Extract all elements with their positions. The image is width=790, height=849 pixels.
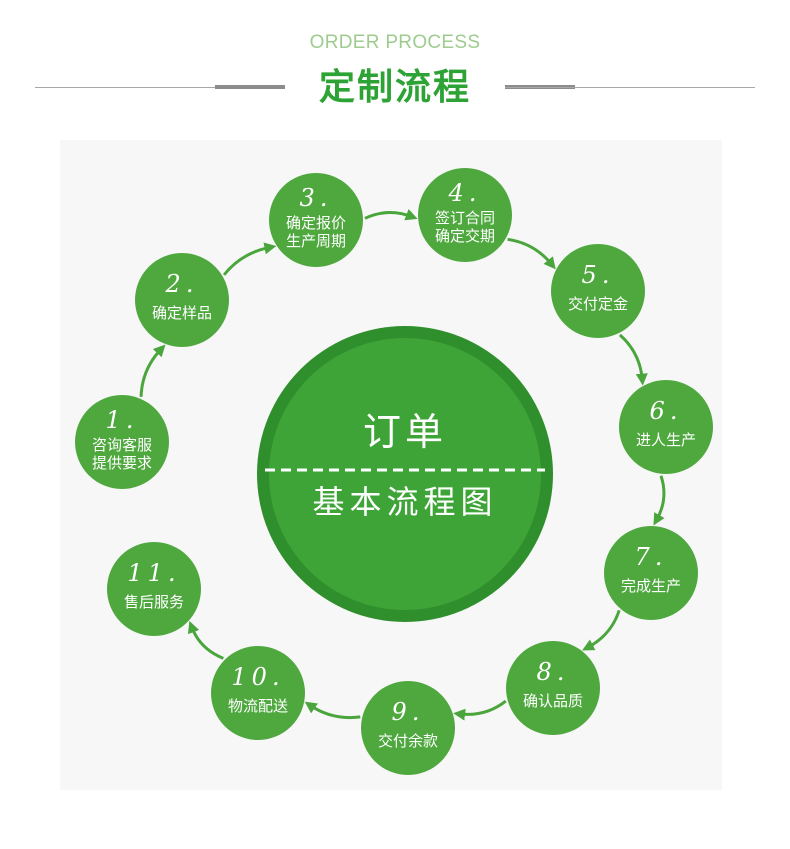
step-node-7: 7. 完成生产: [604, 526, 698, 620]
center-inner-disc: [269, 338, 541, 610]
header: ORDER PROCESS 定制流程: [0, 0, 790, 130]
step-circle: [269, 173, 363, 267]
step-label: 签订合同: [435, 209, 495, 227]
step-circle: [551, 244, 645, 338]
step-circle: [135, 253, 229, 347]
step-circle: [619, 380, 713, 474]
step-circle: [418, 168, 512, 262]
step-label: 确定交期: [435, 227, 495, 245]
flow-arrow-7-8: [582, 609, 621, 651]
step-number: 10.: [231, 663, 284, 691]
step-node-11: 11. 售后服务: [107, 542, 201, 636]
step-circle: [107, 542, 201, 636]
step-circle: [75, 395, 169, 489]
step-number: 11.: [127, 559, 180, 587]
step-number: 2.: [165, 270, 199, 298]
center-bottom-text: 基本流程图: [312, 483, 497, 521]
step-label: 完成生产: [621, 577, 681, 595]
step-circle: [506, 641, 600, 735]
step-number: 6.: [650, 397, 683, 425]
step-label: 确定报价: [286, 214, 346, 232]
step-node-9: 9. 交付余款: [361, 681, 455, 775]
step-label: 交付定金: [568, 295, 628, 313]
flow-arrow-5-6: [618, 333, 648, 386]
step-label: 物流配送: [228, 697, 288, 715]
right-divider: [505, 87, 755, 88]
step-node-2: 2. 确定样品: [135, 253, 229, 347]
step-number: 9.: [392, 698, 425, 726]
center-top-text: 订单: [363, 410, 447, 454]
step-node-6: 6. 进人生产: [619, 380, 713, 474]
step-number: 3.: [300, 184, 333, 212]
center-circle: 订单 基本流程图: [257, 326, 553, 622]
flow-arrow-8-9: [453, 699, 507, 721]
flow-arrow-2-3: [222, 242, 277, 276]
step-label: 确认品质: [523, 692, 583, 710]
step-label: 咨询客服: [92, 436, 152, 454]
left-divider: [35, 87, 285, 88]
step-label: 确定样品: [152, 304, 212, 322]
step-node-5: 5. 交付定金: [551, 244, 645, 338]
arrows-layer: [139, 209, 666, 721]
flow-arrow-4-5: [507, 237, 556, 270]
step-label: 生产周期: [286, 232, 346, 250]
page-title: 定制流程: [318, 67, 471, 108]
step-number: 8.: [537, 658, 570, 686]
step-number: 7.: [635, 543, 668, 571]
step-label: 交付余款: [378, 732, 438, 750]
flow-arrow-9-10: [304, 701, 361, 720]
step-circle: [211, 646, 305, 740]
step-label: 售后服务: [124, 593, 184, 611]
step-number: 4.: [448, 179, 482, 207]
step-node-8: 8. 确认品质: [506, 641, 600, 735]
flow-arrow-6-7: [653, 475, 666, 526]
left-divider-accent: [215, 85, 285, 89]
subtitle: ORDER PROCESS: [309, 32, 481, 53]
step-number: 5.: [582, 261, 615, 289]
flow-arrow-10-11: [187, 620, 224, 660]
flow-arrow-1-2: [139, 344, 166, 397]
step-circle: [604, 526, 698, 620]
step-node-10: 10. 物流配送: [211, 646, 305, 740]
step-circle: [361, 681, 455, 775]
step-label: 进人生产: [636, 431, 696, 449]
step-label: 提供要求: [92, 454, 152, 472]
step-number: 1.: [106, 406, 139, 434]
flow-arrow-3-4: [364, 209, 418, 221]
